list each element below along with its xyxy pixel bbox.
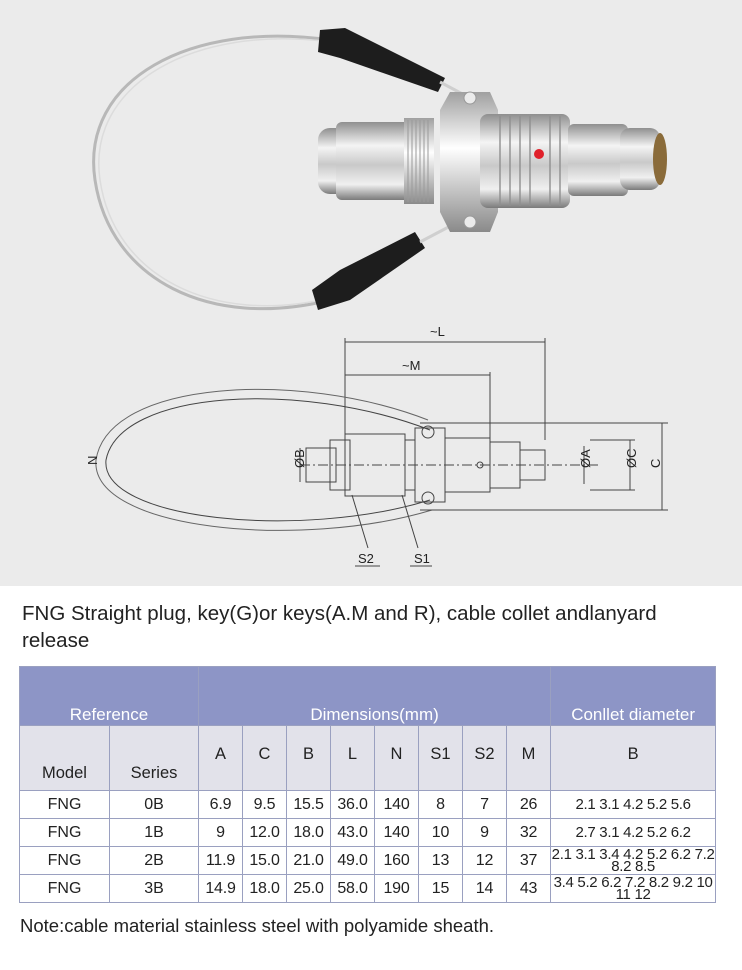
cell-C: 15.0 <box>242 846 287 875</box>
cell-N: 160 <box>374 846 419 875</box>
sheath-bottom <box>312 232 425 310</box>
dim-label-M: ~M <box>402 358 420 373</box>
dim-label-C: C <box>648 459 663 468</box>
sheath-top <box>318 28 445 92</box>
cell-collet: 2.1 3.1 3.4 4.2 5.2 6.2 7.2 8.2 8.5 <box>550 846 717 875</box>
cell-A: 6.9 <box>198 790 243 819</box>
cell-S2: 7 <box>462 790 507 819</box>
group-header-dimensions: Dimensions(mm) <box>197 666 552 726</box>
cell-series: 1B <box>109 818 199 847</box>
cell-model: FNG <box>19 874 110 903</box>
cell-A: 9 <box>198 818 243 847</box>
col-header-L: L <box>330 725 375 791</box>
cell-M: 43 <box>505 874 552 903</box>
cell-B: 25.0 <box>286 874 331 903</box>
cell-C: 12.0 <box>242 818 287 847</box>
cell-series: 3B <box>109 874 199 903</box>
cell-L: 49.0 <box>330 846 375 875</box>
group-header-collet: Conllet diameter <box>550 666 717 726</box>
cell-M: 37 <box>505 846 552 875</box>
col-header-C: C <box>242 725 287 791</box>
col-header-S1: S1 <box>418 725 463 791</box>
dim-label-L: ~L <box>430 324 445 339</box>
cell-A: 14.9 <box>198 874 243 903</box>
dim-label-S1: S1 <box>414 551 430 566</box>
cell-S2: 12 <box>462 846 507 875</box>
connector-drawing: ~L ~M N ØB ØA ØC C S2 S1 <box>85 28 668 567</box>
cell-L: 58.0 <box>330 874 375 903</box>
technical-drawing <box>95 338 668 567</box>
col-header-M: M <box>505 725 552 791</box>
cell-series: 2B <box>109 846 199 875</box>
connector-photo <box>318 91 667 232</box>
cell-model: FNG <box>19 846 110 875</box>
product-illustration: ~L ~M N ØB ØA ØC C S2 S1 <box>0 0 742 586</box>
cell-L: 43.0 <box>330 818 375 847</box>
dimensions-table: Reference Dimensions(mm) Conllet diamete… <box>19 666 717 903</box>
cell-B: 18.0 <box>286 818 331 847</box>
cell-S2: 9 <box>462 818 507 847</box>
table-row: FNG 3B 14.9 18.0 25.0 58.0 190 15 14 43 … <box>19 874 717 903</box>
cell-A: 11.9 <box>198 846 243 875</box>
cell-S1: 8 <box>418 790 463 819</box>
cell-B: 21.0 <box>286 846 331 875</box>
cell-N: 140 <box>374 818 419 847</box>
cell-model: FNG <box>19 790 110 819</box>
col-header-A: A <box>198 725 243 791</box>
cell-C: 18.0 <box>242 874 287 903</box>
dim-label-S2: S2 <box>358 551 374 566</box>
dim-label-C-diameter: ØC <box>624 449 639 469</box>
cell-S2: 14 <box>462 874 507 903</box>
col-header-N: N <box>374 725 419 791</box>
dim-label-A: ØA <box>578 449 593 468</box>
cell-collet: 3.4 5.2 6.2 7.2 8.2 9.2 10 11 12 <box>550 874 717 903</box>
cell-S1: 10 <box>418 818 463 847</box>
cell-model: FNG <box>19 818 110 847</box>
cell-collet: 2.7 3.1 4.2 5.2 6.2 <box>550 818 717 847</box>
group-header-reference: Reference <box>19 666 199 726</box>
dim-label-N: N <box>85 456 100 465</box>
cell-N: 140 <box>374 790 419 819</box>
table-row: FNG 2B 11.9 15.0 21.0 49.0 160 13 12 37 … <box>19 846 717 875</box>
product-caption: FNG Straight plug, key(G)or keys(A.M and… <box>22 602 657 652</box>
col-header-series: Series <box>109 725 199 791</box>
cell-C: 9.5 <box>242 790 287 819</box>
table-row: FNG 0B 6.9 9.5 15.5 36.0 140 8 7 26 2.1 … <box>19 790 717 819</box>
col-header-S2: S2 <box>462 725 507 791</box>
red-dot-marker <box>534 149 544 159</box>
cell-B: 15.5 <box>286 790 331 819</box>
cell-collet: 2.1 3.1 4.2 5.2 5.6 <box>550 790 717 819</box>
cell-N: 190 <box>374 874 419 903</box>
cell-L: 36.0 <box>330 790 375 819</box>
col-header-model: Model <box>19 725 110 791</box>
col-header-collet-B: B <box>550 725 717 791</box>
footnote: Note:cable material stainless steel with… <box>20 915 495 936</box>
dim-label-B: ØB <box>292 449 307 468</box>
cell-S1: 15 <box>418 874 463 903</box>
cell-M: 32 <box>505 818 552 847</box>
cell-M: 26 <box>505 790 552 819</box>
cell-series: 0B <box>109 790 199 819</box>
cell-S1: 13 <box>418 846 463 875</box>
col-header-B: B <box>286 725 331 791</box>
table-row: FNG 1B 9 12.0 18.0 43.0 140 10 9 32 2.7 … <box>19 818 717 847</box>
lanyard-cable <box>92 34 331 311</box>
